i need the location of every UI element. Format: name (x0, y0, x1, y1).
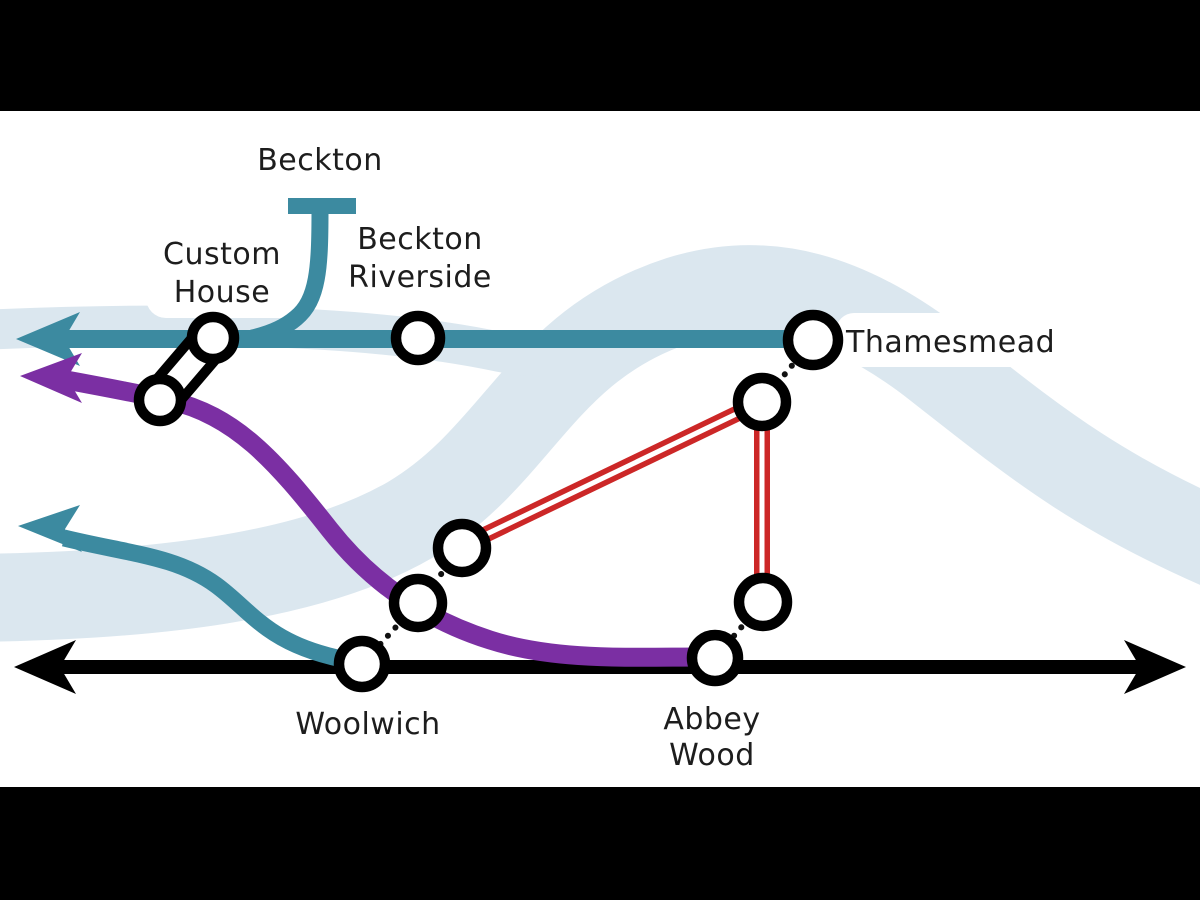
red-diagonal-gap (464, 401, 759, 547)
station-labels: Beckton Custom House Beckton Riverside T… (163, 143, 1055, 773)
station-thamesmead-south (732, 372, 792, 432)
label-beckton: Beckton (257, 143, 383, 178)
thamesmead-label-plate (836, 313, 1062, 367)
label-abbey-wood-1: Abbey (663, 702, 760, 737)
label-custom-house-2: House (174, 275, 271, 310)
custom-house-label-plate (146, 224, 306, 318)
station-unlabeled-red-south (733, 572, 793, 632)
station-custom-house-dlr (186, 311, 240, 365)
national-rail-arrow-right-icon (1124, 640, 1186, 694)
station-beckton-riverside (390, 310, 446, 366)
station-markers (133, 309, 844, 693)
letterbox-bottom (0, 787, 1200, 900)
station-woolwich (333, 635, 391, 693)
station-abbey-wood (686, 629, 744, 687)
dlr-arrow-left-icon (16, 312, 80, 366)
label-beckton-riverside-1: Beckton (357, 222, 483, 257)
proposed-extension-line (462, 396, 770, 598)
national-rail-arrow-left-icon (14, 640, 76, 694)
dlr-woolwich-spur (61, 529, 354, 670)
dlr-beckton-spur (250, 209, 329, 347)
label-beckton-riverside-2: Riverside (348, 260, 492, 295)
station-unlabeled-red-west (432, 518, 492, 578)
dlr-spur-arrow-icon (18, 505, 82, 552)
river-main-band (0, 245, 1200, 642)
label-custom-house-1: Custom (163, 237, 281, 272)
elizabeth-arrow-icon (20, 353, 82, 403)
beckton-riverside-label-plate (330, 210, 514, 300)
label-woolwich: Woolwich (295, 707, 440, 742)
national-rail-line (14, 640, 1186, 694)
station-unlabeled-mid (388, 573, 448, 633)
station-custom-house-elizabeth (133, 373, 187, 427)
label-abbey-wood-2: Wood (669, 738, 755, 773)
letterbox-top (0, 0, 1200, 111)
station-thamesmead (782, 309, 844, 371)
label-thamesmead: Thamesmead (845, 325, 1055, 360)
